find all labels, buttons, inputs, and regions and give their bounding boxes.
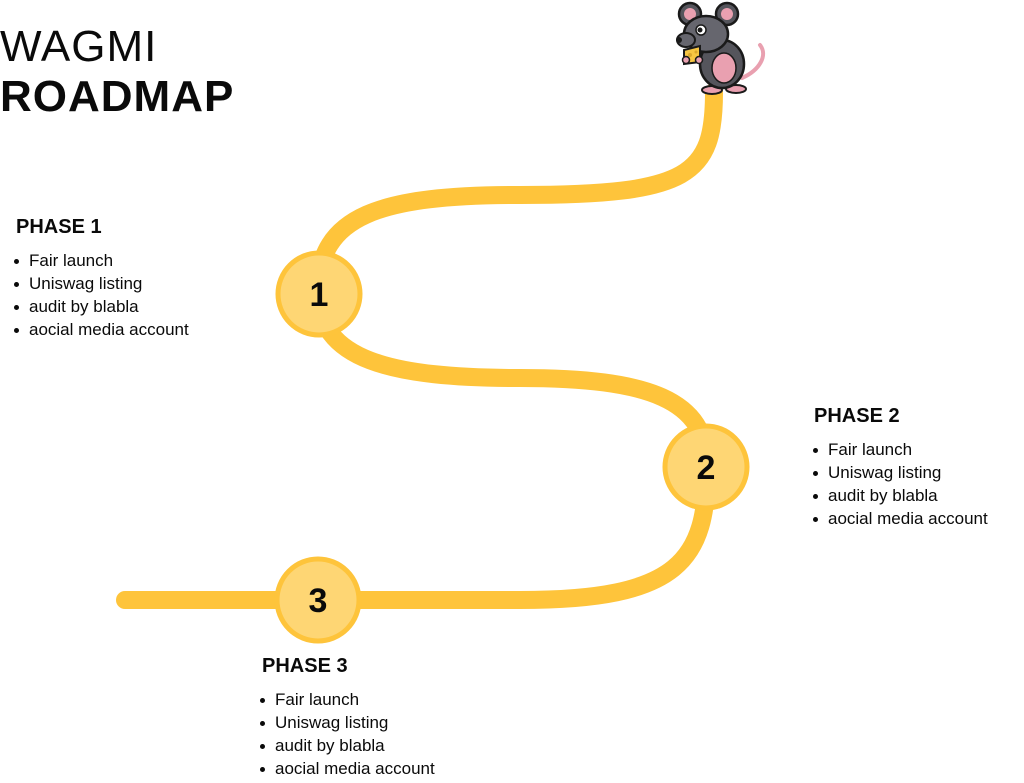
phase-2-item: aocial media account xyxy=(810,507,988,530)
phase-2-block: PHASE 2 Fair launch Uniswag listing audi… xyxy=(810,404,988,530)
phase-2-marker: 2 xyxy=(662,423,750,511)
phase-1-item: Fair launch xyxy=(11,249,189,272)
phase-1-block: PHASE 1 Fair launch Uniswag listing audi… xyxy=(11,215,189,341)
phase-1-marker: 1 xyxy=(275,250,363,338)
phase-2-list: Fair launch Uniswag listing audit by bla… xyxy=(810,438,988,530)
rat-mascot-icon xyxy=(676,1,766,95)
phase-1-title: PHASE 1 xyxy=(16,216,102,238)
phase-2-title: PHASE 2 xyxy=(814,405,900,427)
phase-3-item: Uniswag listing xyxy=(257,711,435,734)
phase-3-marker: 3 xyxy=(274,556,362,644)
phase-3-marker-number: 3 xyxy=(309,582,328,620)
phase-2-item: Fair launch xyxy=(810,438,988,461)
roadmap-title: WAGMI ROADMAP xyxy=(0,22,234,122)
phase-3-item: aocial media account xyxy=(257,757,435,780)
phase-2-item: audit by blabla xyxy=(810,484,988,507)
phase-3-item: audit by blabla xyxy=(257,734,435,757)
phase-1-marker-number: 1 xyxy=(310,276,329,314)
phase-2-item: Uniswag listing xyxy=(810,461,988,484)
phase-3-block: PHASE 3 Fair launch Uniswag listing audi… xyxy=(257,654,435,780)
title-wagmi: WAGMI xyxy=(0,22,158,71)
phase-1-item: audit by blabla xyxy=(11,295,189,318)
phase-2-marker-number: 2 xyxy=(697,449,716,487)
phase-1-item: aocial media account xyxy=(11,318,189,341)
phase-1-item: Uniswag listing xyxy=(11,272,189,295)
phase-3-title: PHASE 3 xyxy=(262,655,348,677)
phase-3-list: Fair launch Uniswag listing audit by bla… xyxy=(257,688,435,780)
phase-1-list: Fair launch Uniswag listing audit by bla… xyxy=(11,249,189,341)
road-path xyxy=(116,83,723,609)
title-roadmap: ROADMAP xyxy=(0,72,235,121)
phase-3-item: Fair launch xyxy=(257,688,435,711)
